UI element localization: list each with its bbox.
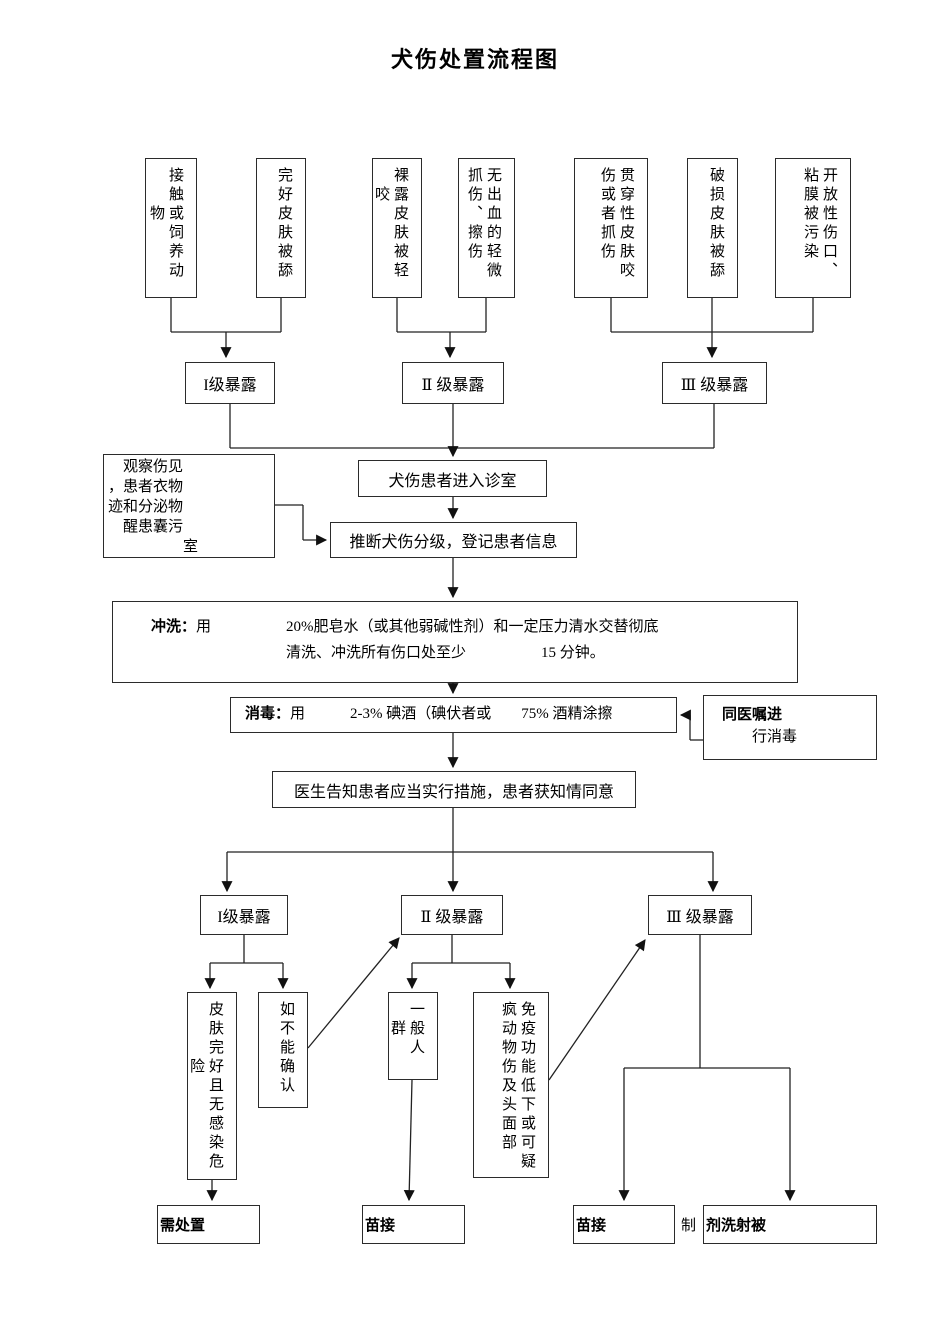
wash-text: 用 20%肥皂水（或其他弱碱性剂）和一定压力清水交替彻底 清洗、冲洗所有伤口处至… (196, 619, 659, 661)
box-disinfect-instructions: 消毒：用 2-3% 碘酒（碘伏者或 75% 酒精涂擦 (230, 697, 677, 733)
box-informed-consent: 医生告知患者应当实行措施，患者获知情同意 (272, 771, 636, 808)
disinfect-label: 消毒： (245, 706, 291, 722)
box-exposure-level-1-bottom: I级暴露 (200, 895, 288, 935)
box-triage-register-patient: 推断犬伤分级，登记患者信息 (330, 522, 577, 558)
box-minor-scratch-no-bleeding: 无出血的轻微 抓伤、擦伤 (458, 158, 515, 298)
branch-connectors (204, 935, 796, 1202)
box-patient-enters-clinic: 犬伤患者进入诊室 (358, 460, 547, 497)
page-title: 犬伤处置流程图 (390, 47, 559, 72)
box-open-wound-mucosa-contaminated: 开放性伤口、 粘膜被污染 (775, 158, 851, 298)
box-bare-skin-nibbled: 裸露皮肤被轻 咬 (372, 158, 422, 298)
box-exposure-level-2-bottom: Ⅱ 级暴露 (401, 895, 503, 935)
box-penetrating-bite-scratch: 贯穿性皮肤咬 伤或者抓伤 (574, 158, 648, 298)
box-broken-skin-licked: 破损皮肤被舔 (687, 158, 738, 298)
concurrent-line1: 同医嘱进 (722, 707, 783, 723)
box-immunocompromised-head-face: 免疫功能低下或可疑 疯动物伤及头面部 (473, 992, 549, 1178)
disinfect-text: 用 2-3% 碘酒（碘伏者或 75% 酒精涂擦 (290, 706, 613, 722)
box-exposure-level-3-top: Ⅲ 级暴露 (662, 362, 767, 404)
box-general-population: 一般人 群 (388, 992, 438, 1080)
mid-flow-connectors (221, 404, 719, 893)
box-exposure-level-1-top: I级暴露 (185, 362, 275, 404)
concurrent-line2: 行消毒 (722, 729, 798, 745)
box-vaccinate-1: 苗接 (362, 1205, 465, 1244)
box-wash-instructions: 冲洗：用 20%肥皂水（或其他弱碱性剂）和一定压力清水交替彻底 清洗、冲洗所有伤… (112, 601, 798, 683)
passive-immunization-prefix-char: 制 (681, 1218, 697, 1234)
box-vaccinate-2: 苗接 (573, 1205, 675, 1244)
box-contact-or-raise-animal: 接触或饲养动 物 (145, 158, 197, 298)
box-observe-wound-note: 观察伤见 ，患者衣物 迹和分泌物 醒患囊污 室 (103, 454, 275, 558)
box-intact-skin-licked: 完好皮肤被舔 (256, 158, 306, 298)
box-exposure-level-3-bottom: Ⅲ 级暴露 (648, 895, 752, 935)
wash-label: 冲洗： (151, 619, 197, 635)
box-passive-immunization: 剂洗射被 (703, 1205, 877, 1244)
top-merge-connectors (170, 298, 814, 359)
box-no-treatment-needed: 需处置 (157, 1205, 260, 1244)
diagonal-connectors (307, 937, 646, 1081)
box-skin-intact-no-infection-risk: 皮肤完好且无感染危 险 (187, 992, 237, 1180)
box-concurrent-disinfection: 同医嘱进 行消毒 (703, 695, 877, 760)
box-exposure-level-2-top: Ⅱ 级暴露 (402, 362, 504, 404)
box-if-uncertain: 如不能确认 (258, 992, 308, 1108)
